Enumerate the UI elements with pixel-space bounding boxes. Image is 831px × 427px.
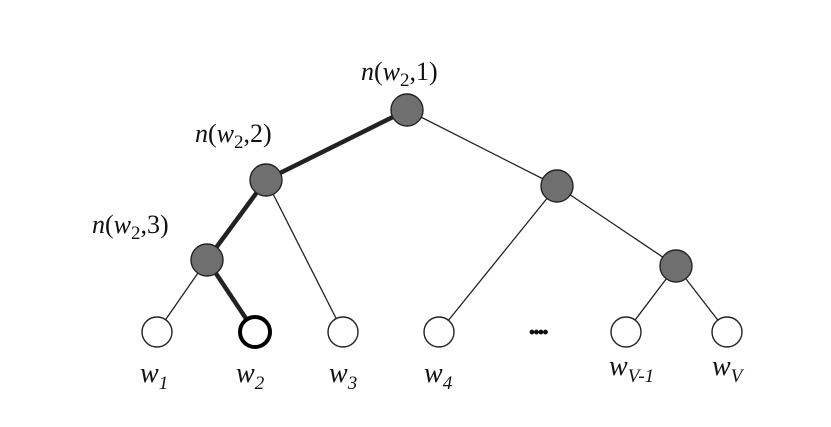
leaf-nodes (141, 315, 743, 349)
leaf-label-w4-var: w (424, 358, 443, 389)
leaf-label-w1: w1 (140, 358, 168, 394)
label-n2-var: w (217, 119, 235, 148)
label-n2-sub: 2 (234, 132, 244, 153)
leaf-label-w3-var: w (329, 358, 348, 389)
label-n3-fn: n (92, 210, 105, 239)
label-n3-var: w (114, 210, 132, 239)
label-n1-sub: 2 (400, 70, 410, 91)
leaf-label-wv-1-sub: V-1 (628, 366, 654, 387)
leaf-label-w2: w2 (236, 358, 265, 394)
inner-node-root (390, 93, 424, 127)
edge-right-rightchild (556, 185, 677, 267)
leaf-label-w1-var: w (140, 358, 159, 389)
leaf-node-w1 (141, 316, 173, 348)
leaf-label-wv-1: wV-1 (609, 351, 654, 387)
label-n2-level: 2 (250, 119, 263, 148)
label-n3-level: 3 (147, 210, 160, 239)
leaf-node-w4 (423, 316, 455, 348)
leaf-label-wv-1-var: w (609, 351, 628, 382)
edge-left-w3 (265, 179, 344, 333)
label-n1-fn: n (361, 57, 374, 86)
leaf-label-wv: wV (712, 351, 745, 387)
leaf-label-w2-sub: 2 (255, 373, 265, 394)
inner-node-right-right (659, 249, 693, 283)
label-n1-level: 1 (416, 57, 429, 86)
leaf-label-w3: w3 (329, 358, 357, 394)
edge-right-w4 (438, 185, 558, 333)
inner-node-right (540, 169, 574, 203)
leaf-node-wv-1 (610, 316, 642, 348)
inner-node-left-left (190, 243, 224, 277)
inner-node-left (249, 163, 283, 197)
label-n1-var: w (383, 57, 401, 86)
leaf-node-w2 (238, 315, 272, 349)
edge-root-right (406, 109, 558, 187)
label-n3-sub: 2 (131, 223, 141, 244)
label-n-w2-3: n(w2,3) (92, 210, 169, 244)
leaf-ellipsis: ···· (528, 316, 549, 349)
label-n2-fn: n (195, 119, 208, 148)
leaf-label-wv-var: w (712, 351, 731, 382)
leaf-node-w3 (327, 316, 359, 348)
leaf-label-w4-sub: 4 (443, 373, 453, 394)
label-n-w2-1: n(w2,1) (361, 57, 438, 91)
inner-nodes (190, 93, 693, 283)
leaf-node-wv (711, 316, 743, 348)
leaf-label-w4: w4 (424, 358, 453, 394)
leaf-label-wv-sub: V (731, 366, 745, 387)
leaf-label-w2-var: w (236, 358, 255, 389)
leaf-label-w3-sub: 3 (347, 373, 358, 394)
label-n-w2-2: n(w2,2) (195, 119, 272, 153)
path-edge-n1-n2 (264, 107, 409, 183)
leaf-label-w1-sub: 1 (159, 373, 169, 394)
